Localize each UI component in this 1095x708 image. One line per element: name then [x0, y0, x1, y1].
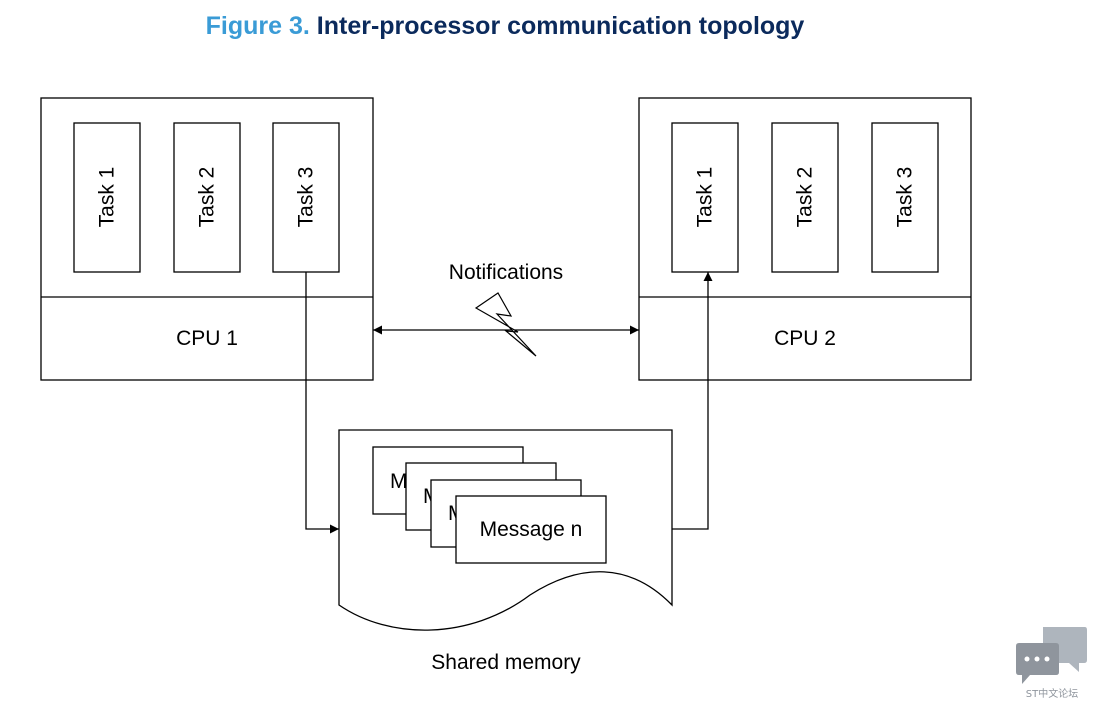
message-box-n — [455, 495, 607, 564]
cpu2-task3-label: Task 3 — [894, 167, 917, 228]
cpu2-task2-label: Task 2 — [794, 167, 817, 228]
figure-title: Figure 3. Inter-processor communication … — [0, 12, 1010, 41]
cpu1-task2-box — [173, 122, 241, 273]
figure-number: Figure 3. — [205, 12, 310, 40]
cpu1-task2-label: Task 2 — [196, 167, 219, 228]
cpu2-task3-box — [871, 122, 939, 273]
cpu1-task3-label: Task 3 — [295, 167, 318, 228]
cpu1-task1-box — [73, 122, 141, 273]
message-label-n: Message n — [480, 518, 583, 541]
cpu1-task1-label: Task 1 — [96, 167, 119, 228]
cpu1-task3-box — [272, 122, 340, 273]
cpu2-label: CPU 2 — [774, 327, 836, 350]
memory-to-cpu2-arrow — [672, 272, 713, 530]
cpu2-task2-box — [771, 122, 839, 273]
message-label-1: M — [390, 470, 408, 493]
lightning-bolt-icon — [474, 292, 537, 357]
cpu1-to-memory-arrow — [305, 272, 339, 534]
cpu2-task1-box — [671, 122, 739, 273]
shared-memory-label: Shared memory — [431, 651, 581, 674]
cpu1-block: Task 1 Task 2 Task 3 CPU 1 — [40, 97, 374, 381]
notifications-label: Notifications — [449, 261, 563, 284]
watermark: ST中文论坛 — [1016, 627, 1087, 700]
notification-link: Notifications — [373, 261, 639, 357]
shared-memory: M M M Message n Shared memory — [338, 429, 673, 674]
watermark-text: ST中文论坛 — [1026, 687, 1078, 700]
chat-bubble-icon — [1016, 643, 1059, 684]
cpu2-task1-label: Task 1 — [694, 167, 717, 228]
cpu2-block: Task 1 Task 2 Task 3 CPU 2 — [638, 97, 972, 381]
figure-caption: Inter-processor communication topology — [316, 12, 805, 40]
cpu1-label: CPU 1 — [176, 327, 238, 350]
